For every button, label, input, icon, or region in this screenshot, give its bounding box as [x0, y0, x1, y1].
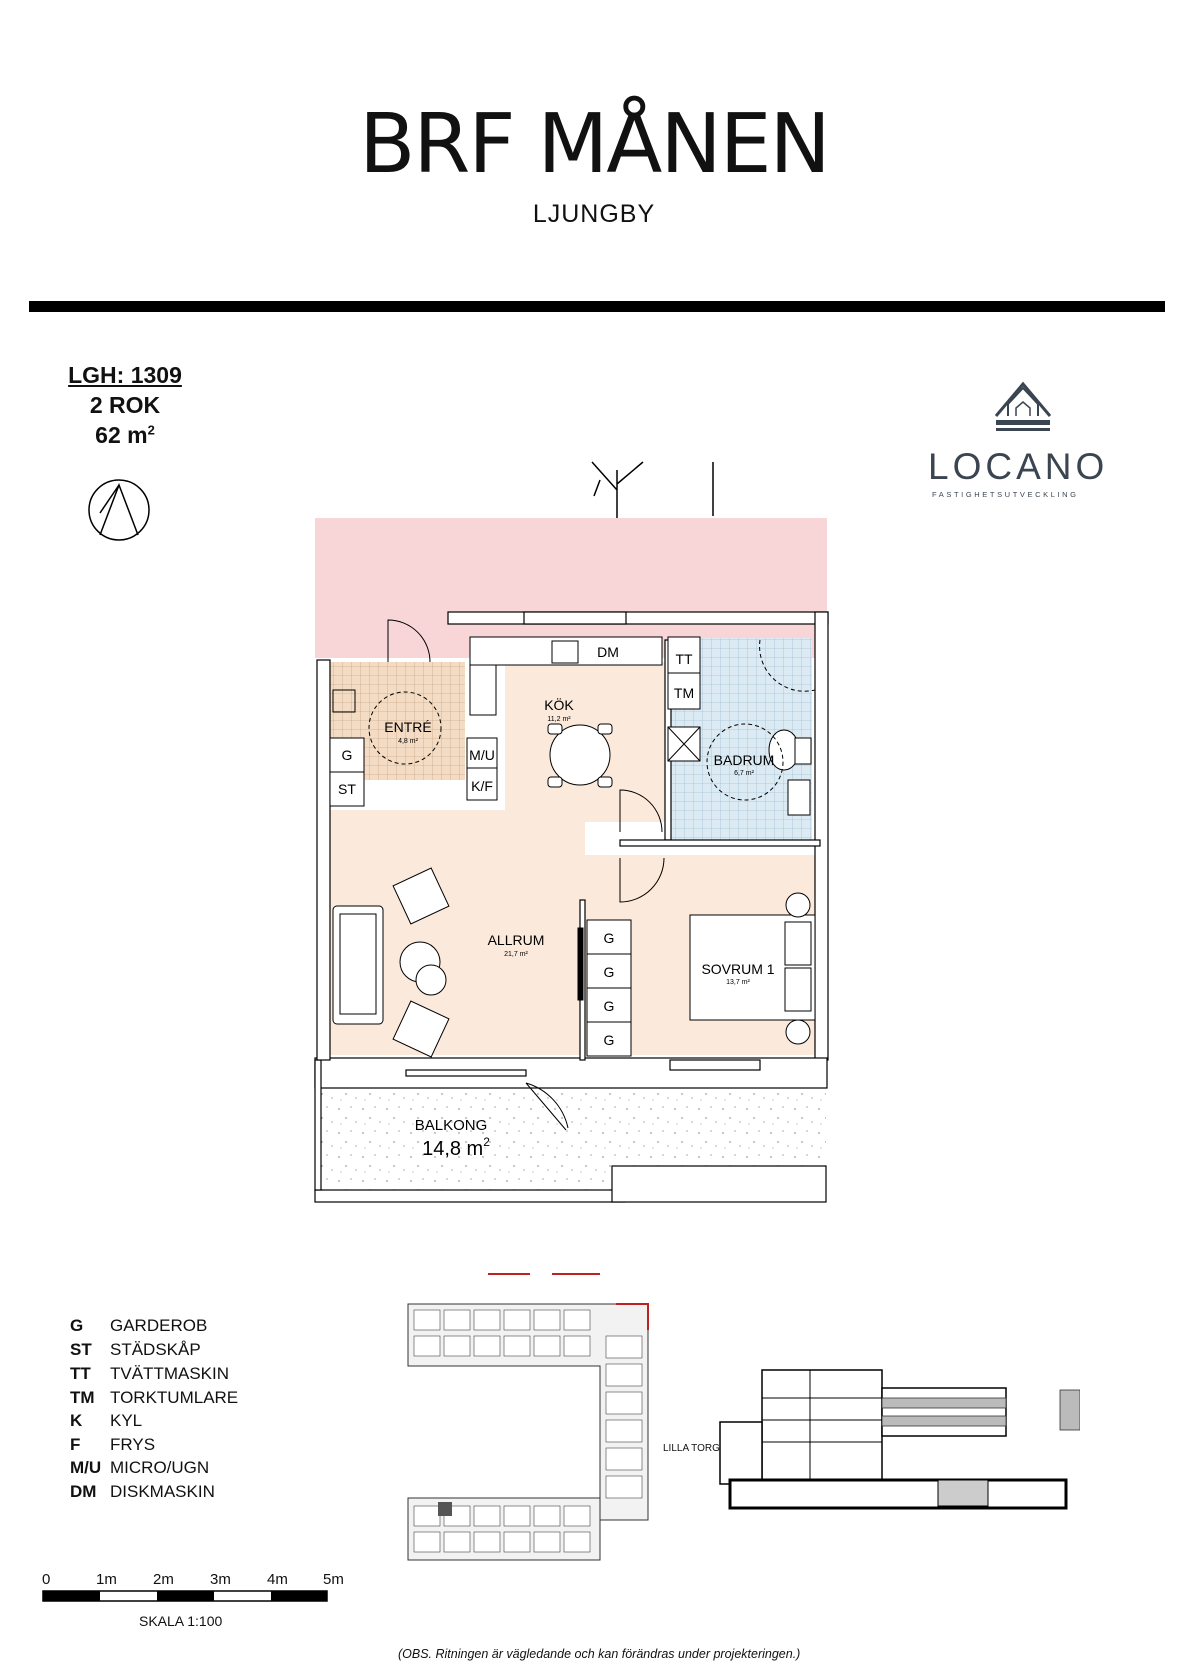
site-marker: [438, 1502, 452, 1516]
living-furniture: [332, 867, 584, 1058]
balkong-area: 14,8 m2: [422, 1135, 490, 1160]
kyl-frys-unit: [466, 767, 498, 801]
legend-value: FRYS: [110, 1435, 156, 1454]
logo-wordmark: LOCANO: [928, 446, 1109, 487]
apartment-number: LGH: 1309: [68, 362, 182, 388]
legend-key: K: [70, 1411, 83, 1430]
legend-value: STÄDSKÅP: [110, 1340, 201, 1359]
sovrum-wardrobes: [586, 919, 632, 1057]
micro-ugn-unit: [466, 737, 498, 769]
legend-key: F: [70, 1435, 81, 1454]
legend-item: G GARDEROB: [70, 1316, 207, 1336]
legend-item: TT TVÄTTMASKIN: [70, 1364, 229, 1384]
lilla-torg-label: LILLA TORG: [663, 1443, 720, 1454]
site-plan: [407, 1273, 649, 1561]
building-section: [719, 1369, 1080, 1510]
kf-label: K/F: [471, 778, 493, 794]
kok-area: 11,2 m²: [547, 716, 571, 723]
legend-key: M/U: [70, 1458, 102, 1477]
double-bed: [689, 892, 816, 1045]
legend-key: TT: [70, 1364, 91, 1383]
north-arrow-icon: [88, 479, 150, 541]
legend-value: GARDEROB: [110, 1316, 208, 1335]
legend-value: KYL: [110, 1411, 143, 1430]
bathroom-fixtures: [759, 639, 816, 816]
balkong-label: BALKONG: [415, 1117, 488, 1134]
tm-label: TM: [674, 685, 694, 701]
legend-value: TORKTUMLARE: [110, 1388, 239, 1407]
legend-key: ST: [70, 1340, 92, 1359]
g-label-2: G: [604, 964, 615, 980]
sovrum-area: 13,7 m²: [726, 979, 750, 986]
project-title: BRF MÅNEN: [359, 97, 831, 192]
legend-item: TM TORKTUMLARE: [70, 1388, 238, 1408]
floor-plan: DM M/U K/F G ST TT TM G G: [314, 461, 829, 1203]
badrum-area: 6,7 m²: [734, 770, 755, 777]
allrum-area: 21,7 m²: [504, 951, 528, 958]
kitchen-counter: [466, 636, 663, 801]
legend-item: M/U MICRO/UGN: [70, 1458, 209, 1478]
g-label-entre: G: [342, 747, 353, 763]
entre-turning-circle: [368, 691, 442, 765]
scale-tick: 2m: [153, 1571, 174, 1588]
allrum-label: ALLRUM: [488, 932, 545, 948]
scale-tick: 1m: [96, 1571, 117, 1588]
outdoor-area: [315, 518, 827, 658]
dining-table: [547, 723, 613, 788]
locano-house-icon: [994, 381, 1052, 431]
legend-value: MICRO/UGN: [110, 1458, 210, 1477]
scale-tick: 3m: [210, 1571, 231, 1588]
dm-label: DM: [597, 644, 619, 660]
badrum-label: BADRUM: [714, 752, 775, 768]
apartment-size: 62 m2: [60, 422, 190, 449]
tt-label: TT: [675, 651, 693, 667]
legend-key: DM: [70, 1482, 97, 1501]
legend-item: F FRYS: [70, 1435, 155, 1455]
project-location: LJUNGBY: [532, 200, 656, 228]
scale-tick: 4m: [267, 1571, 288, 1588]
sovrum-label: SOVRUM 1: [701, 961, 774, 977]
mu-label: M/U: [469, 747, 495, 763]
apartment-type: 2 ROK: [89, 392, 161, 418]
laundry-stack: [667, 636, 701, 762]
legend-value: TVÄTTMASKIN: [110, 1364, 230, 1383]
legend-item: ST STÄDSKÅP: [70, 1340, 201, 1360]
scale-tick: 5m: [323, 1571, 344, 1588]
scale-tick: 0: [42, 1571, 51, 1588]
tree-icon: [591, 461, 714, 518]
doors: [387, 619, 665, 1131]
entre-label: ENTRÉ: [384, 719, 431, 735]
g-label-1: G: [604, 930, 615, 946]
disclaimer: (OBS. Ritningen är vägledande och kan fö…: [398, 1647, 801, 1661]
apartment-size-value: 62 m: [95, 422, 148, 448]
legend-item: DM DISKMASKIN: [70, 1482, 215, 1502]
apartment-size-sup: 2: [147, 422, 155, 438]
g-label-4: G: [604, 1032, 615, 1048]
scale-label: SKALA 1:100: [139, 1613, 223, 1629]
logo-tagline: FASTIGHETSUTVECKLING: [932, 490, 1079, 499]
legend-value: DISKMASKIN: [110, 1482, 215, 1501]
scale-bar: [42, 1590, 328, 1602]
badrum-turning-circle: [706, 723, 784, 801]
entre-area: 4,8 m²: [398, 738, 419, 745]
entre-storage: [329, 689, 365, 807]
legend-key: TM: [70, 1388, 95, 1407]
g-label-3: G: [604, 998, 615, 1014]
header-divider: [29, 301, 1165, 312]
st-label: ST: [338, 781, 356, 797]
kok-label: KÖK: [544, 696, 574, 713]
legend-key: G: [70, 1316, 84, 1335]
legend-item: K KYL: [70, 1411, 142, 1431]
windows: [405, 611, 761, 1077]
